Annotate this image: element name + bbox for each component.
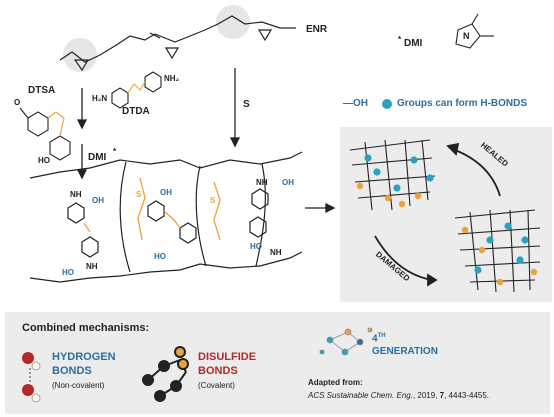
dmi-arrow-label: DMI bbox=[88, 152, 107, 163]
network-nh-2: NH bbox=[256, 178, 268, 187]
adapted-label: Adapted from: bbox=[308, 378, 363, 387]
dmi-legend-star: * bbox=[398, 35, 402, 44]
dtda-label: DTDA bbox=[122, 106, 150, 117]
mechanisms-box bbox=[5, 312, 550, 414]
dmi-molecule bbox=[455, 13, 494, 49]
network-ho-3: HO bbox=[250, 242, 262, 251]
disulfide-links bbox=[83, 177, 221, 241]
enr-chain bbox=[59, 5, 296, 72]
hydrogen-label: HYDROGEN bbox=[52, 351, 116, 363]
hbond-legend-dot bbox=[382, 99, 392, 109]
generation-number: 4TH bbox=[372, 333, 386, 345]
oh-legend: —OH bbox=[343, 98, 368, 109]
dtsa-ho: HO bbox=[38, 156, 50, 165]
s-reagent-label: S bbox=[243, 99, 250, 110]
network-oh-2: OH bbox=[160, 188, 172, 197]
crosslinked-network bbox=[29, 151, 303, 283]
network-s-1: S bbox=[136, 190, 142, 199]
mechanisms-title: Combined mechanisms: bbox=[22, 322, 150, 334]
network-nh-4: NH bbox=[270, 248, 282, 257]
dmi-legend-label: DMI bbox=[404, 38, 423, 49]
dtsa-label: DTSA bbox=[28, 85, 56, 96]
self-healing-panel bbox=[340, 127, 552, 302]
citation: ACS Sustainable Chem. Eng., 2019, 7, 444… bbox=[308, 391, 490, 400]
enr-label: ENR bbox=[306, 24, 328, 35]
generation-sup: TH bbox=[377, 333, 386, 339]
hydrogen-bond-illustration-overlay bbox=[22, 352, 41, 403]
network-ho-2: HO bbox=[154, 252, 166, 261]
reaction-arrows bbox=[76, 68, 336, 214]
cycle-arrows-overlay bbox=[374, 142, 501, 287]
disulfide-label: DISULFIDE bbox=[198, 351, 257, 363]
disulfide-bonds-label: BONDS bbox=[198, 365, 238, 377]
healed-network-overlay bbox=[349, 139, 436, 211]
dtda-h2n: H₂N bbox=[92, 94, 108, 103]
dtsa-molecule bbox=[19, 107, 71, 161]
network-oh-3: OH bbox=[282, 178, 294, 187]
hydrogen-bonds-label: BONDS bbox=[52, 365, 92, 377]
covalent-label: (Covalent) bbox=[198, 381, 235, 390]
network-nh-1: NH bbox=[70, 190, 82, 199]
dtsa-o: O bbox=[14, 98, 21, 107]
hbond-legend-text: Groups can form H-BONDS bbox=[397, 98, 528, 109]
disulfide-bond-illustration-overlay bbox=[142, 346, 189, 402]
disulfide-dots-overlay bbox=[356, 182, 538, 286]
network-oh-1: OH bbox=[92, 196, 104, 205]
damaged-network-overlay bbox=[454, 209, 541, 293]
dmi-arrow-star: * bbox=[113, 147, 117, 156]
dmi-n-label: N bbox=[463, 31, 470, 41]
network-ho-1: HO bbox=[62, 268, 74, 277]
dtda-molecule bbox=[111, 71, 162, 109]
dtda-nh2: NH₂ bbox=[164, 74, 180, 83]
network-s-2: S bbox=[210, 196, 216, 205]
noncovalent-label: (Non-covalent) bbox=[52, 381, 105, 390]
network-nh-3: NH bbox=[86, 262, 98, 271]
fourth-generation-icon-overlay bbox=[319, 327, 373, 356]
hbond-dots-overlay bbox=[364, 154, 529, 274]
generation-label: GENERATION bbox=[372, 346, 438, 357]
